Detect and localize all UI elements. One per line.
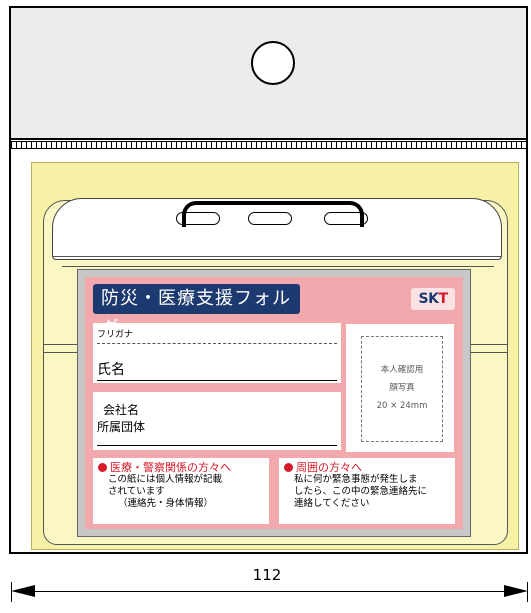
note-bystander-line: したら、この中の緊急連絡先に — [294, 486, 428, 497]
note-medical-line: この紙には個人情報が記載 — [108, 474, 223, 485]
lanyard-strap — [182, 201, 364, 227]
photo-text-3: 20 × 24mm — [376, 401, 428, 411]
arrow-left-icon — [11, 585, 35, 597]
brand-logo: SKT — [411, 288, 455, 310]
company-label: 会社名 — [103, 403, 140, 417]
name-field[interactable]: フリガナ 氏名 — [93, 323, 341, 383]
note-medical-line: されています — [108, 486, 165, 497]
company-underline — [97, 445, 337, 446]
bullet-icon — [284, 463, 293, 472]
note-bystander-line: 連絡してください — [294, 498, 370, 509]
photo-text-1: 本人確認用 — [380, 365, 424, 375]
zip-closure — [52, 198, 502, 260]
note-medical-line: （連絡先・身体情報） — [118, 498, 214, 509]
perforation-strip — [11, 141, 526, 149]
bullet-icon — [98, 463, 107, 472]
note-medical-heading-text: 医療・警察関係の方々へ — [110, 461, 231, 474]
zip-line-inner — [62, 266, 494, 267]
photo-placeholder[interactable]: 本人確認用 顔写真 20 × 24mm — [361, 336, 443, 442]
center-slot — [248, 212, 292, 225]
dimension-line — [20, 591, 512, 592]
photo-text-2: 顔写真 — [389, 383, 415, 393]
dimension-label: 112 — [252, 566, 282, 584]
furigana-line — [97, 343, 337, 344]
dept-label: 所属団体 — [97, 420, 146, 434]
note-bystander: 周囲の方々へ 私に何か緊急事態が発生しま したら、この中の緊急連絡先に 連絡して… — [279, 458, 455, 524]
note-bystander-line: 私に何か緊急事態が発生しま — [294, 474, 418, 485]
company-field[interactable]: 会社名 所属団体 — [93, 392, 341, 450]
hang-hole — [251, 41, 295, 85]
note-medical-heading: 医療・警察関係の方々へ — [98, 461, 264, 474]
photo-box — [346, 324, 454, 452]
zip-line — [52, 256, 502, 257]
note-bystander-heading-text: 周囲の方々へ — [296, 461, 362, 474]
note-bystander-heading: 周囲の方々へ — [284, 461, 450, 474]
note-medical: 医療・警察関係の方々へ この紙には個人情報が記載 されています （連絡先・身体情… — [93, 458, 269, 524]
name-label: 氏名 — [97, 362, 125, 378]
furigana-label: フリガナ — [97, 330, 134, 340]
name-underline — [97, 380, 337, 381]
logo-text-right: T — [438, 291, 448, 307]
logo-text-left: SK — [418, 291, 439, 307]
card-title: 防災・医療支援フォルダ — [93, 284, 300, 339]
arrow-right-icon — [504, 585, 528, 597]
